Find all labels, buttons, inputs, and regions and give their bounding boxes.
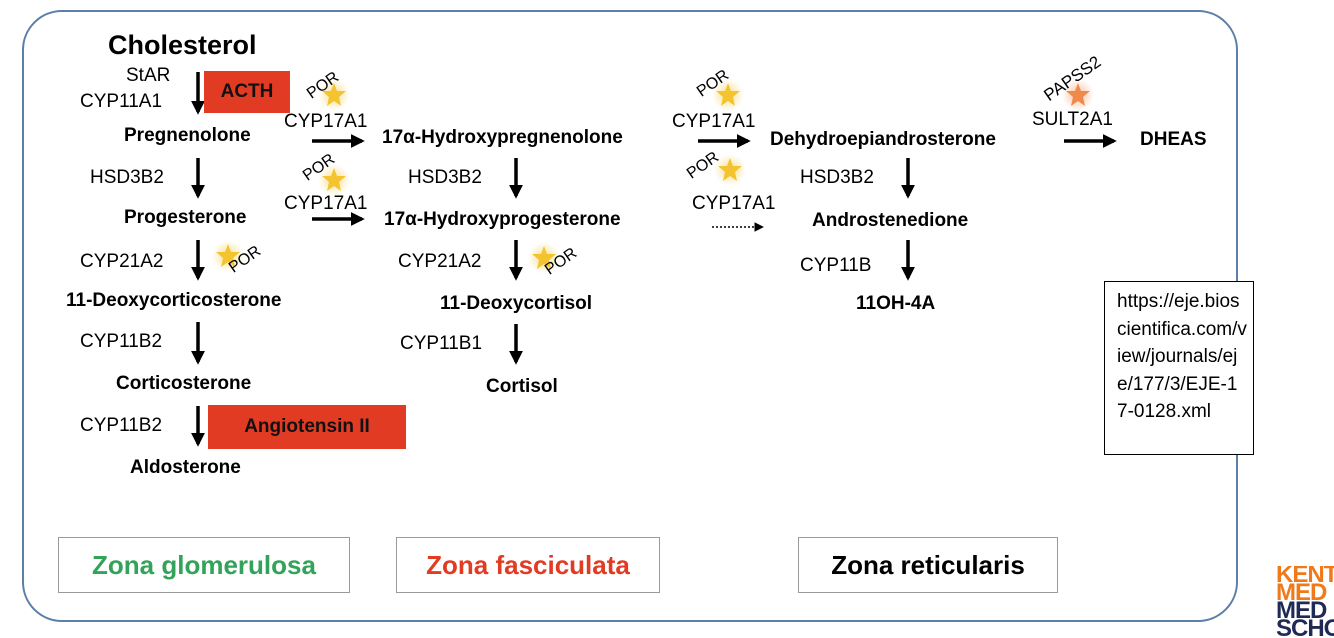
logo-line-2: MED: [1276, 579, 1327, 606]
logo-line-1: KENT: [1276, 566, 1334, 588]
zona-reticularis-box: Zona reticularis: [798, 537, 1058, 593]
cyp21a2-enzyme-label: CYP21A2: [80, 251, 164, 272]
cyp11a1-enzyme-label: CYP11A1: [80, 91, 163, 112]
cyp17a1-enzyme-label-4: CYP17A1: [692, 193, 776, 214]
cyp17a1-enzyme-label-3: CYP17A1: [672, 111, 756, 132]
por-star-icon: [318, 79, 350, 111]
17oh-pregnenolone-label: 17α-Hydroxypregnenolone: [382, 127, 623, 148]
androstenedione-label: Androstenedione: [812, 210, 969, 231]
corticosterone-label: Corticosterone: [116, 373, 252, 394]
por-star-icon: [712, 79, 744, 111]
por-star-icon: [212, 240, 244, 272]
por-star-icon: [528, 242, 560, 274]
zona-fasciculata-box: Zona fasciculata: [396, 537, 660, 593]
pregnenolone-label: Pregnenolone: [124, 125, 251, 146]
cyp21a2-enzyme-label-2: CYP21A2: [398, 251, 482, 272]
deoxycorticosterone-label: 11-Deoxycorticosterone: [66, 290, 282, 311]
zona-glomerulosa-box: Zona glomerulosa: [58, 537, 350, 593]
cyp11b2-enzyme-label-2: CYP11B2: [80, 415, 163, 436]
progesterone-label: Progesterone: [124, 207, 247, 228]
por-star-icon: [318, 164, 350, 196]
cortisol-label: Cortisol: [486, 376, 558, 397]
deoxycortisol-label: 11-Deoxycortisol: [440, 293, 593, 314]
cyp11b1-enzyme-label: CYP11B1: [400, 333, 483, 354]
hsd3b2-enzyme-label-3: HSD3B2: [800, 167, 874, 188]
sult2a1-enzyme-label: SULT2A1: [1032, 109, 1113, 130]
institution-logo: KENT MED MED SCHO: [1276, 566, 1334, 638]
por-star-icon: [714, 154, 746, 186]
dheas-label: DHEAS: [1140, 129, 1207, 150]
cholesterol-label: Cholesterol: [108, 30, 257, 60]
angiotensin-box: Angiotensin II: [208, 405, 406, 449]
cyp17a1-enzyme-label-2: CYP17A1: [284, 193, 368, 214]
logo-line-3: MED: [1276, 597, 1327, 624]
cyp17a1-enzyme-label: CYP17A1: [284, 111, 368, 132]
cyp11b2-enzyme-label: CYP11B2: [80, 331, 163, 352]
logo-line-4: SCHO: [1276, 615, 1334, 638]
cyp11b-enzyme-label: CYP11B: [800, 255, 872, 276]
17oh-progesterone-label: 17α-Hydroxyprogesterone: [384, 209, 621, 230]
star-enzyme-label: StAR: [126, 65, 171, 86]
hsd3b2-enzyme-label-2: HSD3B2: [408, 167, 482, 188]
hsd3b2-enzyme-label: HSD3B2: [90, 167, 164, 188]
papss2-star-icon: [1062, 79, 1094, 111]
dhea-label: Dehydroepiandrosterone: [770, 129, 996, 150]
11oh4a-label: 11OH-4A: [856, 293, 936, 314]
reference-url-box: https://eje.bioscientifica.com/view/jour…: [1104, 281, 1254, 455]
aldosterone-label: Aldosterone: [130, 457, 241, 478]
acth-box: ACTH: [204, 71, 290, 113]
